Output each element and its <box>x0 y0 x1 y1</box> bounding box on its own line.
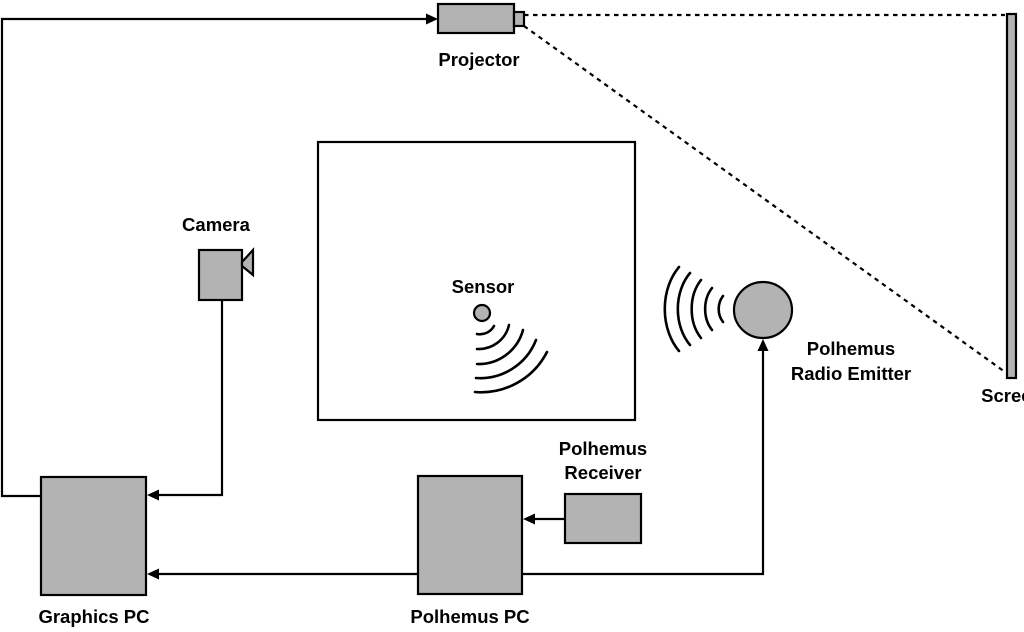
sensor-signal-waves <box>473 323 549 394</box>
receiver-label-line1: Polhemus <box>559 438 647 459</box>
emitter-wave-5 <box>663 265 681 353</box>
sensor <box>472 303 492 323</box>
emitter-wave-4 <box>676 271 692 347</box>
screen-label: Screen <box>981 385 1024 406</box>
projector-label: Projector <box>438 49 519 70</box>
emitter-wave-3 <box>690 278 703 340</box>
connection-polhemus-pc-to-emitter <box>522 339 769 576</box>
connection-graphics-pc-to-projector <box>0 13 438 498</box>
connection-camera-to-graphics-pc <box>147 300 224 501</box>
camera <box>197 247 255 302</box>
emitter-label-line1: Polhemus <box>807 338 895 359</box>
tracking-area <box>316 140 637 422</box>
polhemus-pc-label: Polhemus PC <box>410 606 529 627</box>
polhemus-receiver <box>563 492 643 545</box>
emitter-wave-2 <box>703 286 714 332</box>
emitter-wave-1 <box>717 294 725 324</box>
camera-label: Camera <box>182 214 251 235</box>
sensor-wave-4 <box>474 338 538 380</box>
emitter-label-line2: Radio Emitter <box>791 363 911 384</box>
connection-polhemus-pc-to-graphics-pc <box>147 568 418 580</box>
screen <box>1005 12 1018 380</box>
projector-lens <box>512 10 526 28</box>
sensor-label: Sensor <box>452 276 515 297</box>
camera-lens <box>240 247 255 278</box>
connection-receiver-to-polhemus-pc <box>523 513 565 525</box>
projector-body <box>436 2 516 35</box>
polhemus-radio-emitter <box>732 280 794 340</box>
graphics-pc <box>39 475 148 597</box>
sensor-wave-3 <box>475 328 525 366</box>
projector <box>436 2 526 35</box>
camera-body <box>197 248 244 302</box>
receiver-label-line2: Receiver <box>564 462 641 483</box>
sensor-wave-1 <box>475 324 496 336</box>
polhemus-pc <box>416 474 524 596</box>
sensor-wave-5 <box>473 350 549 394</box>
emitter-signal-waves <box>663 265 725 353</box>
graphics-pc-label: Graphics PC <box>38 606 149 627</box>
sensor-wave-2 <box>475 323 511 351</box>
